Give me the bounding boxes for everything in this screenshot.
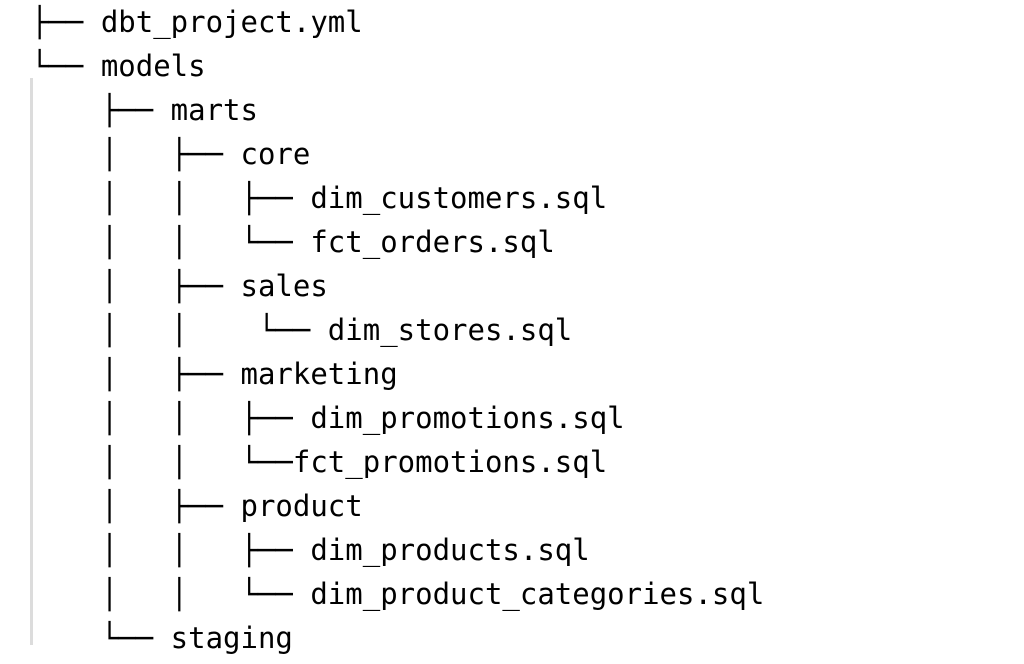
tree-line: │ ├── core	[31, 137, 311, 171]
tree-line: └── models	[31, 49, 206, 83]
tree-line: │ │ ├── dim_products.sql	[31, 533, 590, 567]
tree-line: │ │ └── dim_stores.sql	[31, 313, 573, 347]
tree-line: │ ├── marketing	[31, 357, 398, 391]
tree-line: │ ├── sales	[31, 269, 328, 303]
tree-line: │ ├── product	[31, 489, 363, 523]
tree-line: │ │ └── dim_product_categories.sql	[31, 577, 765, 611]
tree-line: │ │ └──fct_promotions.sql	[31, 445, 608, 479]
tree-line: └── staging	[31, 621, 293, 655]
tree-listing: ├── dbt_project.yml└── models ├── marts …	[31, 0, 764, 660]
tree-line: │ │ ├── dim_customers.sql	[31, 181, 608, 215]
tree-line: ├── dbt_project.yml	[31, 5, 363, 39]
tree-line: ├── marts	[31, 93, 258, 127]
tree-line: │ │ └── fct_orders.sql	[31, 225, 555, 259]
tree-line: │ │ ├── dim_promotions.sql	[31, 401, 625, 435]
gutter-indent-guide	[30, 78, 33, 645]
